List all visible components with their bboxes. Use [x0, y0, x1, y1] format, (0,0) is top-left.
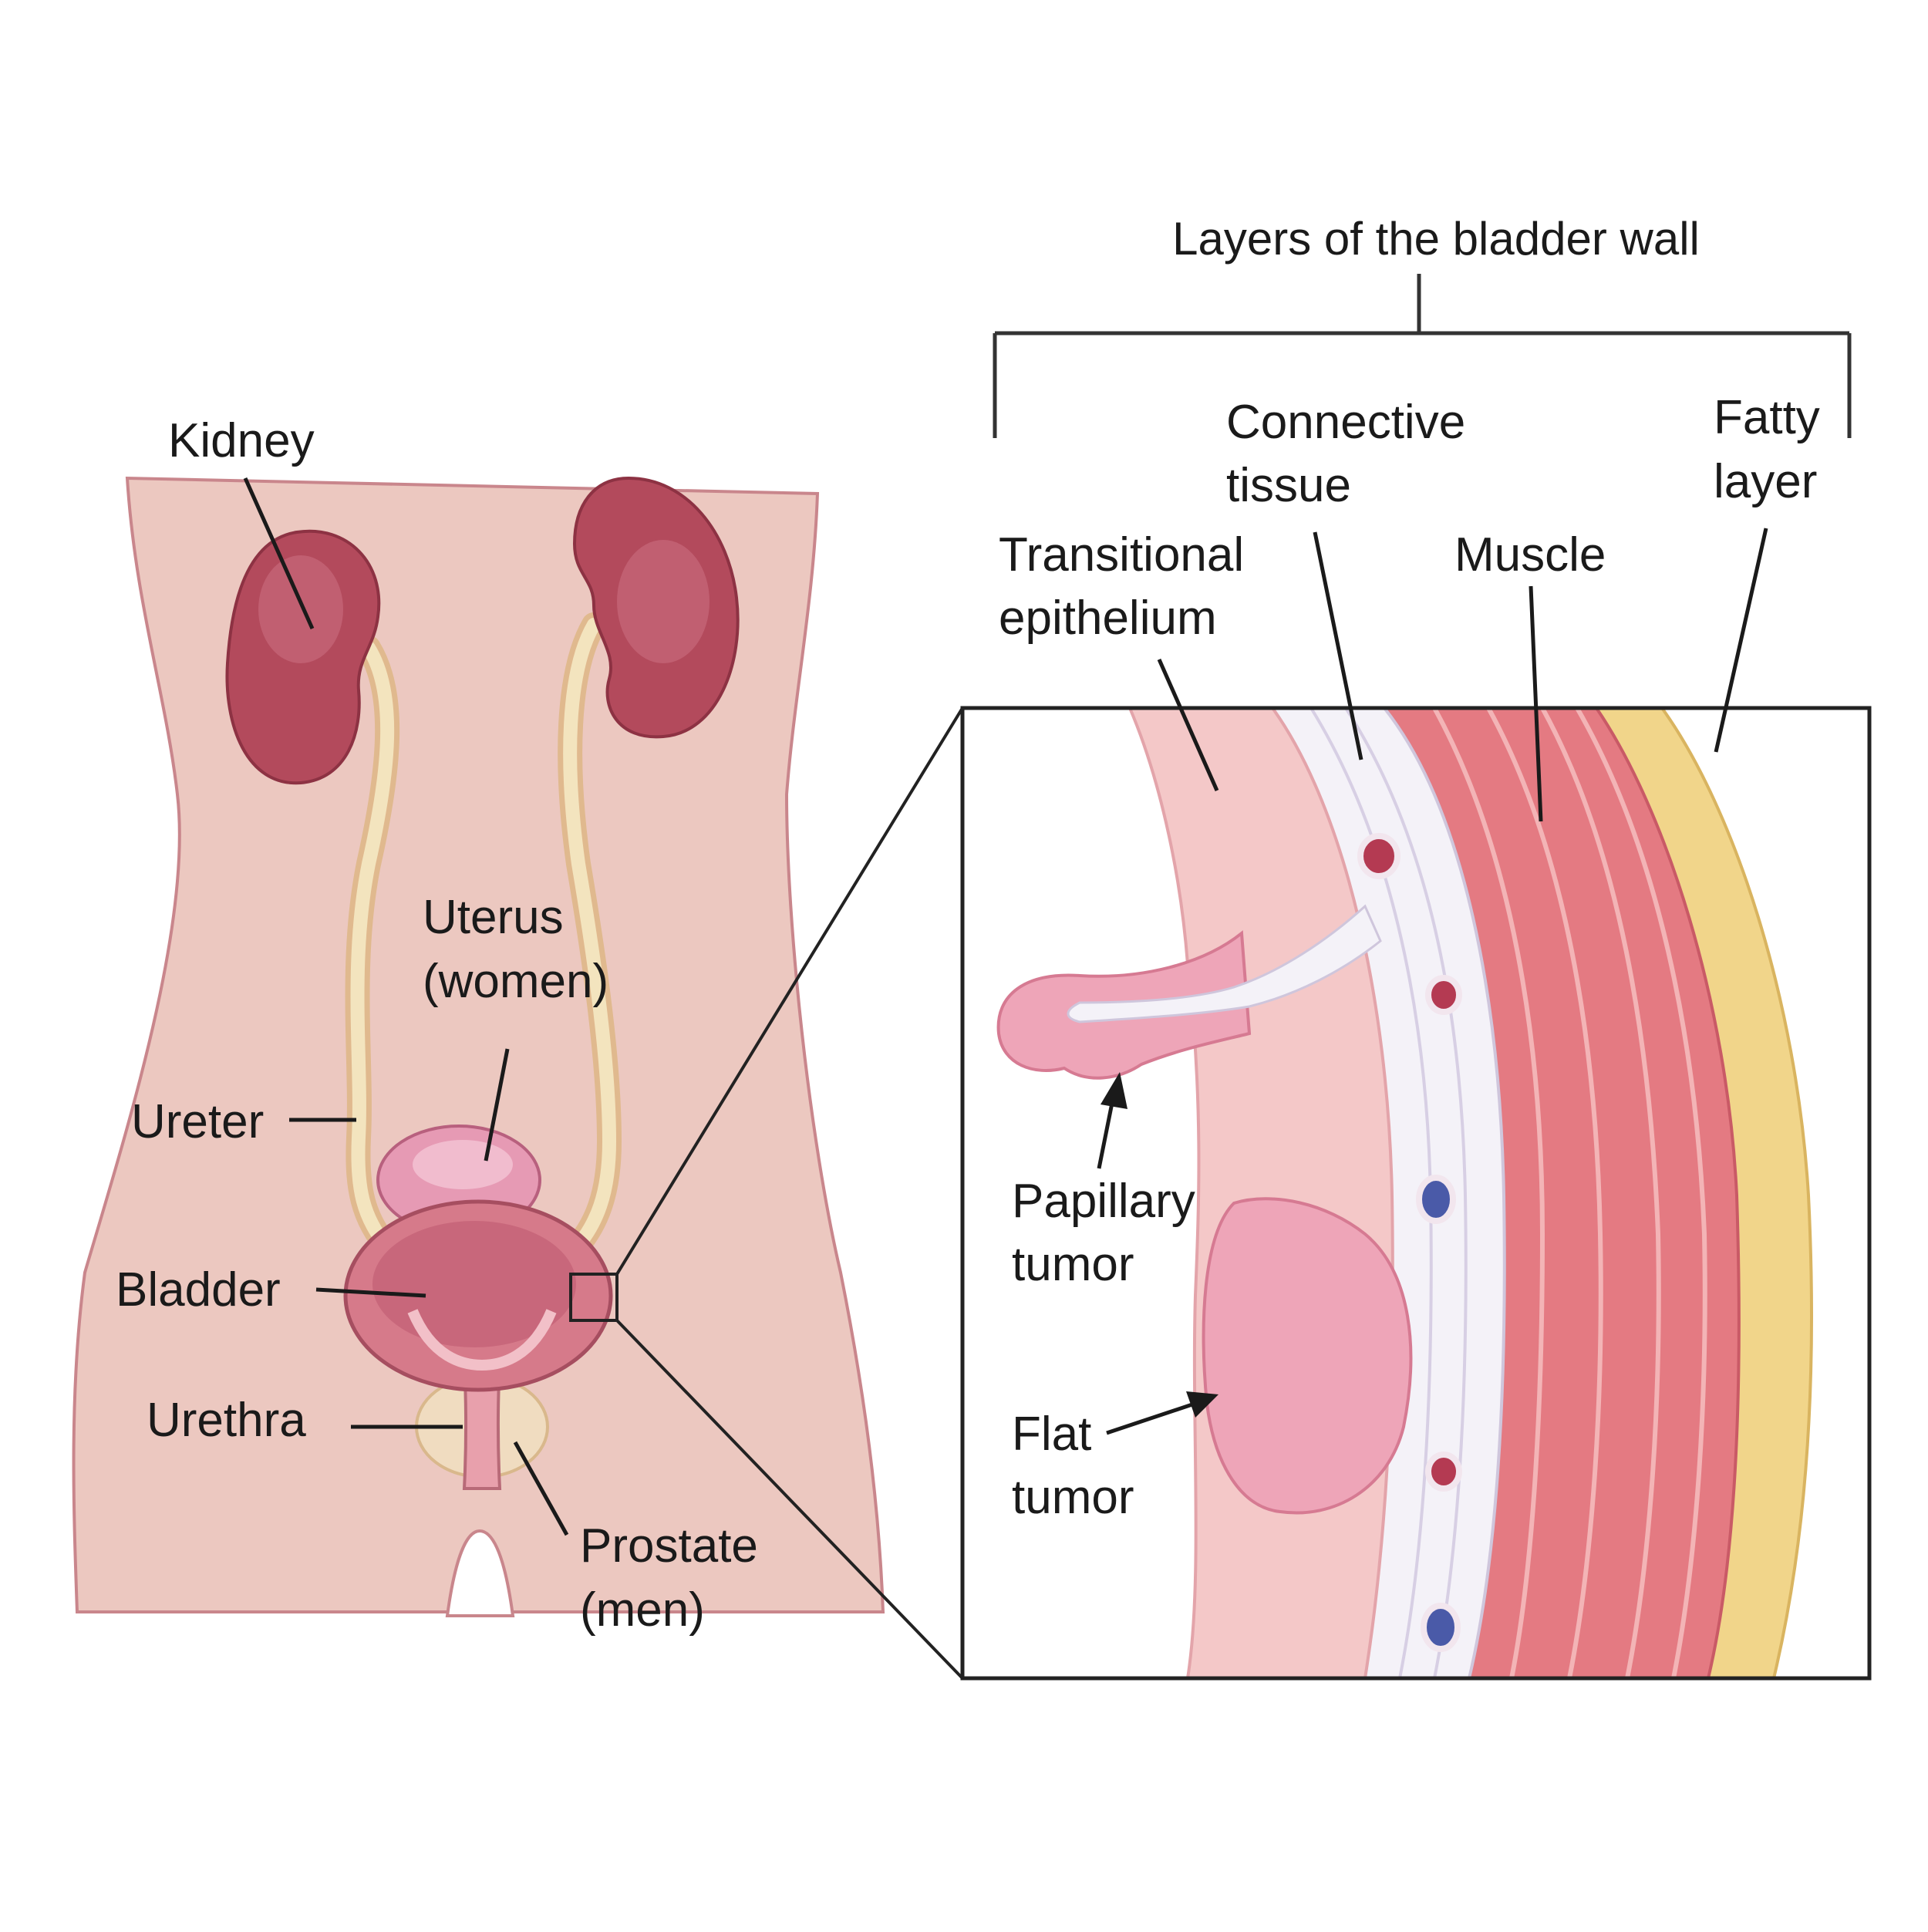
flat-tumor: [1202, 1197, 1413, 1515]
muscle-fibre: [1486, 708, 1603, 1678]
arrowheads: [1101, 1072, 1218, 1418]
arrowhead-flat: [1186, 1391, 1218, 1418]
blood-vessel-blue: [1421, 1603, 1461, 1652]
label-bladder: Bladder: [116, 1263, 281, 1317]
ureter-left-core: [350, 641, 396, 1256]
blood-vessel-blue: [1416, 1175, 1456, 1224]
label-connective-line2: tissue: [1226, 459, 1351, 512]
label-muscle: Muscle: [1454, 528, 1606, 582]
label-fatty-line1: Fatty: [1714, 391, 1820, 444]
uterus-highlight: [413, 1140, 513, 1189]
label-flat-line2: tumor: [1012, 1471, 1134, 1524]
papillary-stalk: [1067, 904, 1382, 1023]
label-flat-line1: Flat: [1012, 1408, 1091, 1461]
torso-illustration: [72, 476, 885, 1617]
label-transitional-line2: epithelium: [999, 592, 1217, 645]
leg-gap: [445, 1529, 515, 1617]
blood-vessel-red: [1425, 1452, 1462, 1492]
label-kidney: Kidney: [168, 414, 315, 467]
label-uterus-line1: Uterus: [423, 891, 564, 944]
label-prostate-line1: Prostate: [580, 1519, 758, 1573]
arrowhead-papillary: [1101, 1072, 1127, 1109]
leader-flat: [1106, 1400, 1200, 1435]
connective-fibre: [1344, 708, 1468, 1678]
leader-fatty: [1714, 528, 1768, 753]
leader-connective: [1313, 531, 1363, 760]
label-connective-line1: Connective: [1226, 396, 1465, 449]
ureter-right-core: [563, 618, 617, 1260]
labels: Layers of the bladder wall Kidney Uterus…: [116, 213, 1820, 1637]
zoom-line-top: [615, 706, 964, 1276]
inset-frame: [960, 706, 1872, 1681]
label-ureter: Ureter: [131, 1095, 264, 1148]
leader-bladder: [315, 1287, 426, 1298]
label-transitional-line1: Transitional: [999, 528, 1244, 582]
diagram-title: Layers of the bladder wall: [1172, 213, 1700, 265]
bladder-interior: [372, 1221, 576, 1347]
muscle-fibre: [1575, 708, 1707, 1678]
kidney-right-highlight: [617, 540, 710, 663]
leader-muscle: [1529, 585, 1543, 822]
bladder-neck: [407, 1309, 557, 1371]
label-fatty-line2: layer: [1714, 455, 1817, 508]
blood-vessel-red: [1425, 975, 1462, 1015]
leader-transitional: [1157, 658, 1219, 792]
leader-kidney: [243, 477, 315, 630]
muscle-fibre: [1540, 708, 1661, 1678]
bladder-zoom-box: [569, 1273, 619, 1322]
label-urethra: Urethra: [147, 1394, 306, 1447]
label-uterus-line2: (women): [423, 955, 608, 1008]
leader-prostate: [513, 1441, 569, 1536]
layers-bracket: [993, 274, 1852, 438]
zoom-line-bottom: [615, 1319, 964, 1680]
label-prostate-line2: (men): [580, 1583, 705, 1637]
label-papillary-line1: Papillary: [1012, 1175, 1195, 1228]
label-papillary-line2: tumor: [1012, 1238, 1134, 1291]
leader-uterus: [484, 1048, 510, 1162]
muscle-fibre: [1432, 708, 1545, 1678]
blood-vessel-red: [1357, 833, 1400, 879]
bladder-wall-inset: [960, 706, 1872, 1681]
kidney-left-highlight: [258, 555, 343, 663]
